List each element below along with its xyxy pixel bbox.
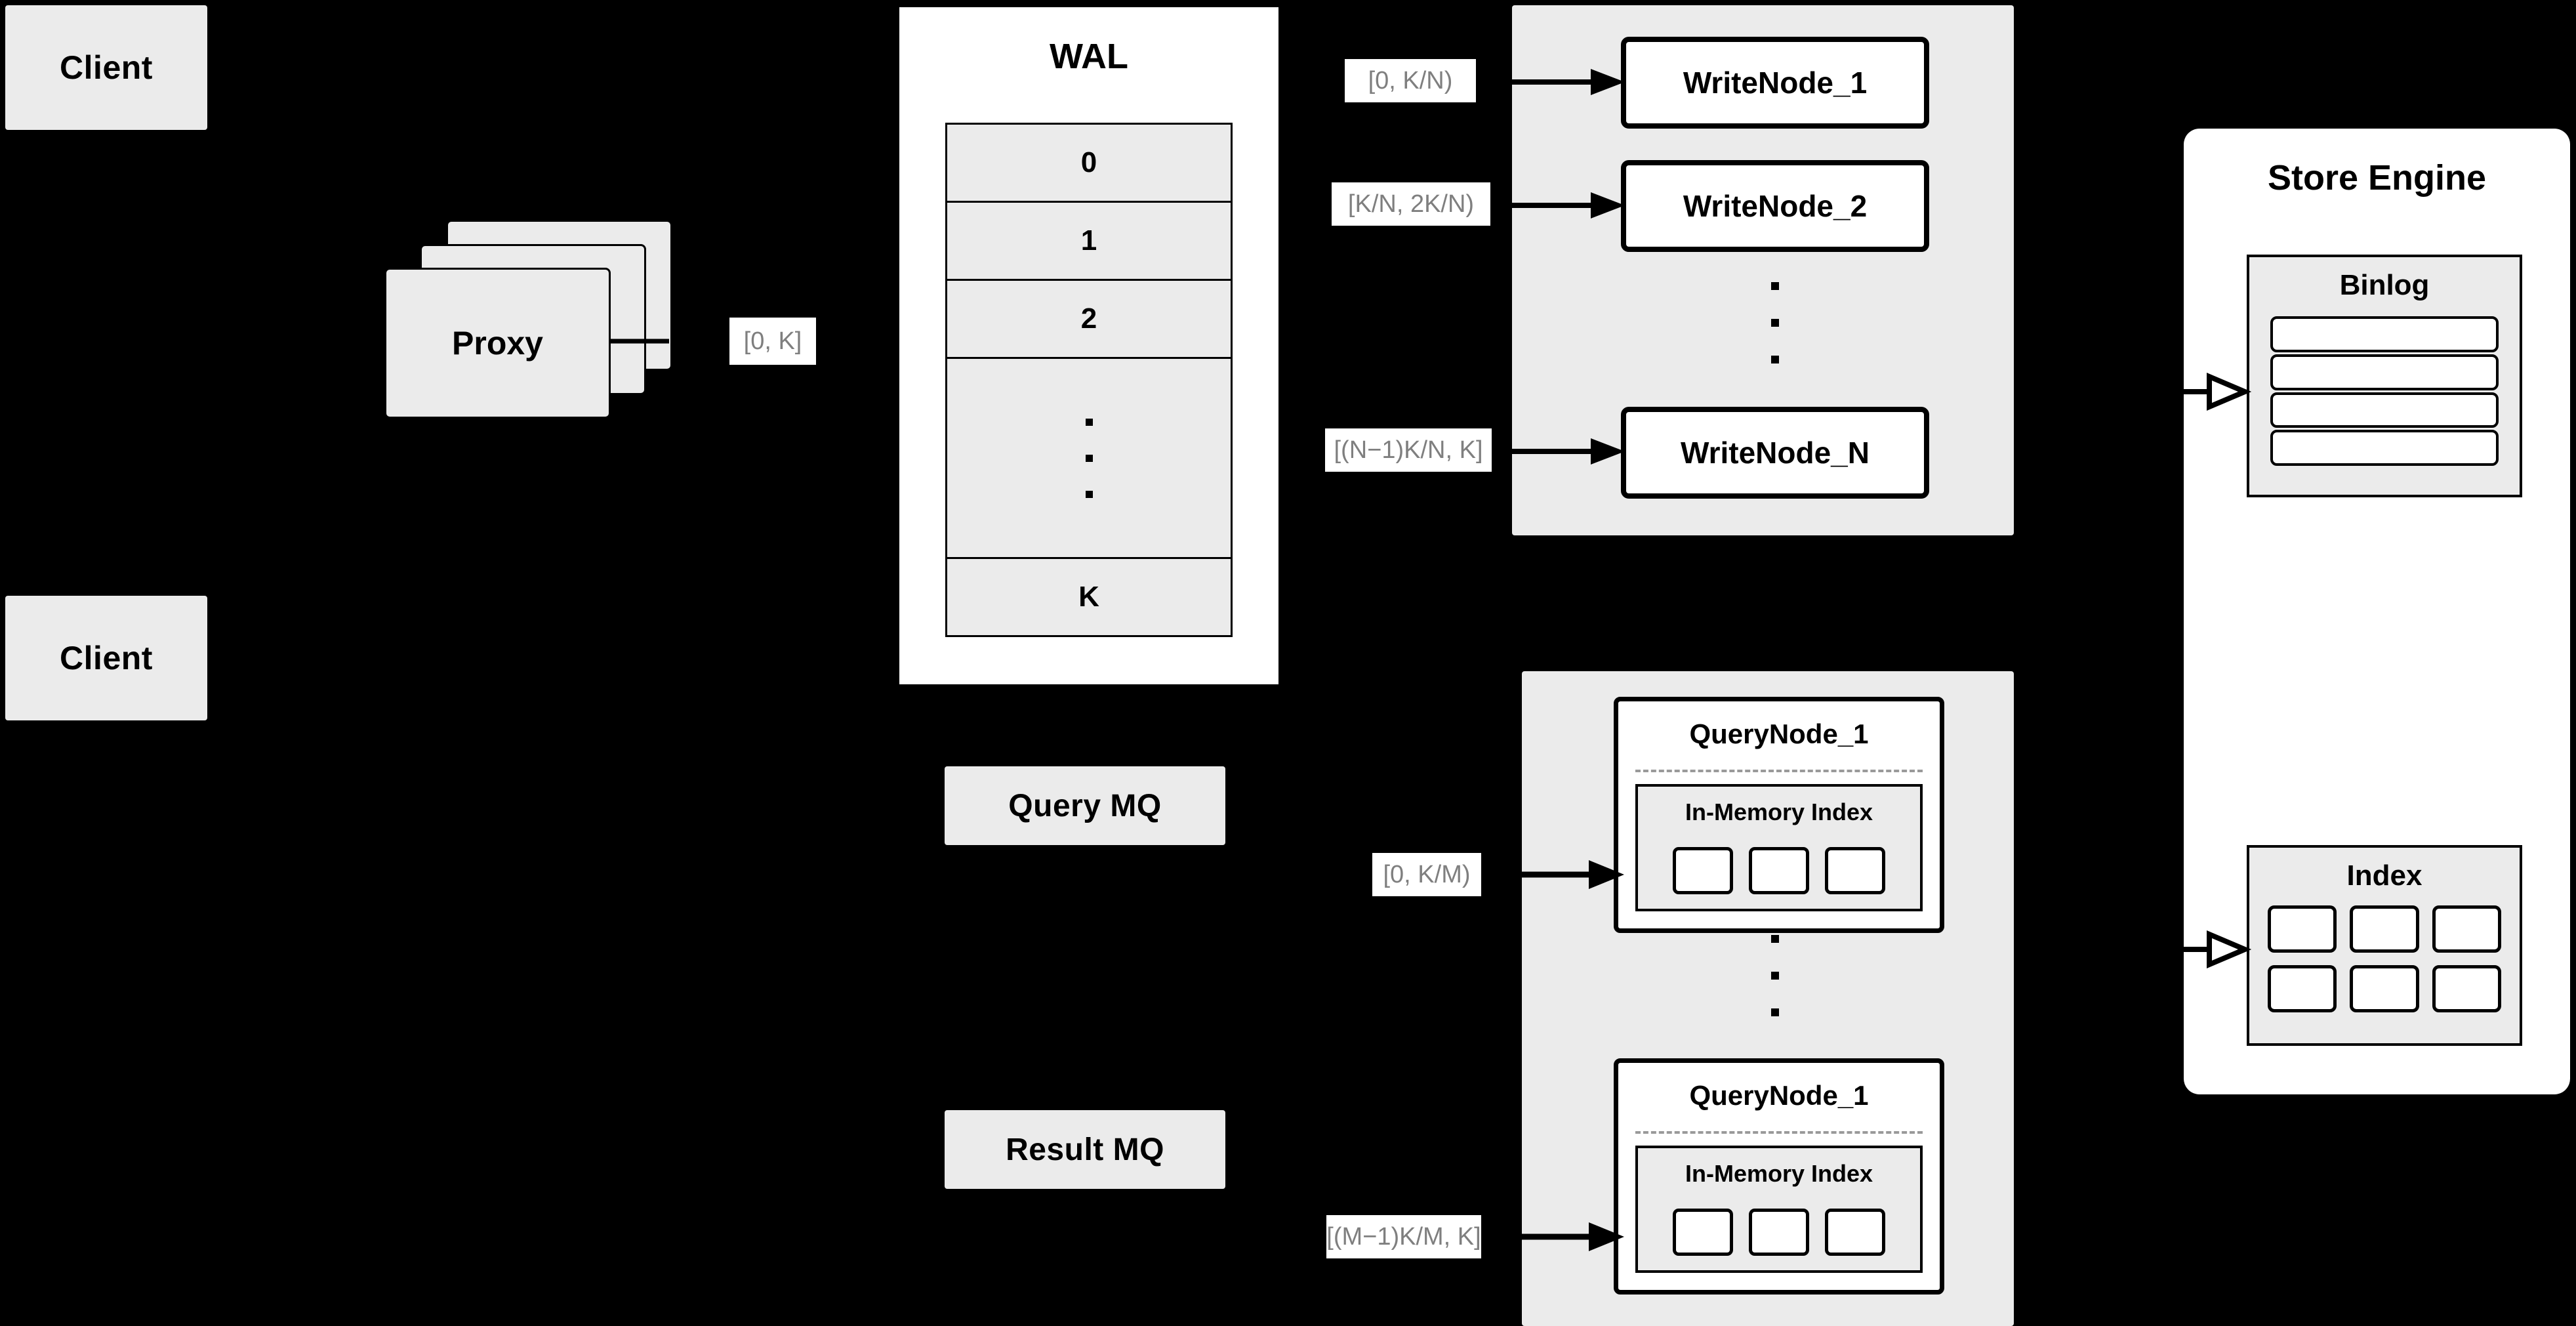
arrow-to-query-node-m xyxy=(1521,1222,1624,1251)
wal-row-value: 0 xyxy=(1080,146,1097,178)
query-node-1-separator xyxy=(1635,770,1923,772)
write-node-ellipsis xyxy=(1771,282,1779,363)
index-cell xyxy=(1825,847,1885,894)
arrow-to-index xyxy=(2171,930,2252,969)
index-cell xyxy=(1749,847,1809,894)
proxy-range-text: [0, K] xyxy=(743,327,802,355)
ellipsis-dot-icon xyxy=(1771,1008,1779,1016)
query-node-m[interactable]: QueryNode_1 In-Memory Index xyxy=(1614,1058,1944,1295)
arrow-to-query-node-1 xyxy=(1521,860,1624,889)
index-cell xyxy=(2432,905,2501,953)
index-panel: Index xyxy=(2247,845,2522,1046)
ellipsis-dot-icon xyxy=(1771,282,1779,290)
query-node-m-in-memory-index-title: In-Memory Index xyxy=(1685,1160,1873,1187)
write-node-2[interactable]: WriteNode_2 xyxy=(1621,160,1929,252)
query-node-1-range-text: [0, K/M) xyxy=(1383,860,1471,888)
write-node-n-range-text: [(N−1)K/N, K] xyxy=(1334,436,1483,464)
index-cell xyxy=(2268,965,2337,1012)
write-node-n-range-label: [(N−1)K/N, K] xyxy=(1325,428,1492,472)
query-mq-node[interactable]: Query MQ xyxy=(945,766,1225,845)
proxy-label: Proxy xyxy=(452,325,543,362)
wal-row-value: 2 xyxy=(1080,302,1097,335)
wal-row: 0 xyxy=(947,125,1231,203)
write-node-1-range-label: [0, K/N) xyxy=(1345,59,1476,102)
query-node-m-in-memory-index: In-Memory Index xyxy=(1635,1146,1923,1273)
ellipsis-dot-icon xyxy=(1771,356,1779,363)
query-node-m-separator xyxy=(1635,1131,1923,1134)
write-node-1-label: WriteNode_1 xyxy=(1683,66,1868,100)
binlog-panel: Binlog xyxy=(2247,255,2522,497)
index-cell xyxy=(1825,1209,1885,1256)
arrow-to-write-node-n xyxy=(1512,438,1625,465)
ellipsis-dot-icon xyxy=(1771,319,1779,327)
write-node-2-range-label: [K/N, 2K/N) xyxy=(1332,182,1490,226)
write-node-1[interactable]: WriteNode_1 xyxy=(1621,37,1929,129)
store-engine-panel: Store Engine Binlog Index xyxy=(2184,129,2570,1094)
index-cell xyxy=(1673,847,1733,894)
arrow-to-write-node-2 xyxy=(1512,192,1625,218)
wal-table: 0 1 2 K xyxy=(945,123,1233,637)
ellipsis-dot-icon xyxy=(1085,490,1093,498)
query-node-1-in-memory-index: In-Memory Index xyxy=(1635,784,1923,911)
query-node-1-index-cells xyxy=(1638,847,1920,894)
arrow-to-binlog xyxy=(2171,372,2252,411)
query-node-1-range-label: [0, K/M) xyxy=(1372,853,1481,896)
client-node-1[interactable]: Client xyxy=(5,5,207,130)
store-engine-title: Store Engine xyxy=(2267,158,2487,197)
binlog-row xyxy=(2270,430,2499,466)
wal-row-value: K xyxy=(1078,581,1099,613)
query-node-1[interactable]: QueryNode_1 In-Memory Index xyxy=(1614,697,1944,933)
wal-row: 1 xyxy=(947,203,1231,281)
query-node-1-in-memory-index-title: In-Memory Index xyxy=(1685,798,1873,825)
query-node-m-range-label: [(M−1)K/M, K] xyxy=(1326,1215,1481,1258)
write-node-2-range-text: [K/N, 2K/N) xyxy=(1347,190,1475,218)
wal-panel: WAL 0 1 2 K xyxy=(896,4,1282,688)
index-cell xyxy=(1673,1209,1733,1256)
write-node-1-range-text: [0, K/N) xyxy=(1368,66,1453,94)
ellipsis-dot-icon xyxy=(1771,972,1779,980)
binlog-row xyxy=(2270,354,2499,390)
index-cell xyxy=(2350,965,2419,1012)
client-node-2[interactable]: Client xyxy=(5,596,207,720)
query-node-ellipsis xyxy=(1771,935,1779,1016)
binlog-row xyxy=(2270,316,2499,352)
proxy-to-wal-connector xyxy=(610,339,669,344)
query-mq-label: Query MQ xyxy=(1008,788,1162,823)
write-node-2-label: WriteNode_2 xyxy=(1683,189,1868,223)
wal-row: K xyxy=(947,559,1231,635)
result-mq-node[interactable]: Result MQ xyxy=(945,1110,1225,1189)
ellipsis-dot-icon xyxy=(1085,418,1093,426)
index-cell xyxy=(2268,905,2337,953)
binlog-rows xyxy=(2270,316,2499,466)
wal-row: 2 xyxy=(947,281,1231,359)
client-node-1-label: Client xyxy=(60,49,153,86)
ellipsis-dot-icon xyxy=(1085,454,1093,462)
client-node-2-label: Client xyxy=(60,640,153,676)
write-node-n-label: WriteNode_N xyxy=(1681,436,1870,470)
index-cell xyxy=(2432,965,2501,1012)
index-grid xyxy=(2268,905,2501,1014)
wal-title: WAL xyxy=(1050,37,1128,76)
proxy-node[interactable]: Proxy xyxy=(384,268,611,419)
write-node-n[interactable]: WriteNode_N xyxy=(1621,407,1929,499)
query-node-1-title: QueryNode_1 xyxy=(1689,718,1869,749)
binlog-row xyxy=(2270,392,2499,428)
binlog-title: Binlog xyxy=(2339,269,2430,301)
index-cell xyxy=(1749,1209,1809,1256)
query-node-m-range-text: [(M−1)K/M, K] xyxy=(1326,1222,1481,1251)
wal-row-value: 1 xyxy=(1080,224,1097,257)
proxy-range-label: [0, K] xyxy=(729,318,816,365)
query-node-m-title: QueryNode_1 xyxy=(1689,1080,1869,1111)
ellipsis-dot-icon xyxy=(1771,935,1779,943)
index-cell xyxy=(2350,905,2419,953)
index-title: Index xyxy=(2346,860,2423,892)
query-node-m-index-cells xyxy=(1638,1209,1920,1256)
arrow-to-write-node-1 xyxy=(1512,69,1625,95)
wal-row-ellipsis xyxy=(947,359,1231,559)
result-mq-label: Result MQ xyxy=(1006,1132,1164,1167)
